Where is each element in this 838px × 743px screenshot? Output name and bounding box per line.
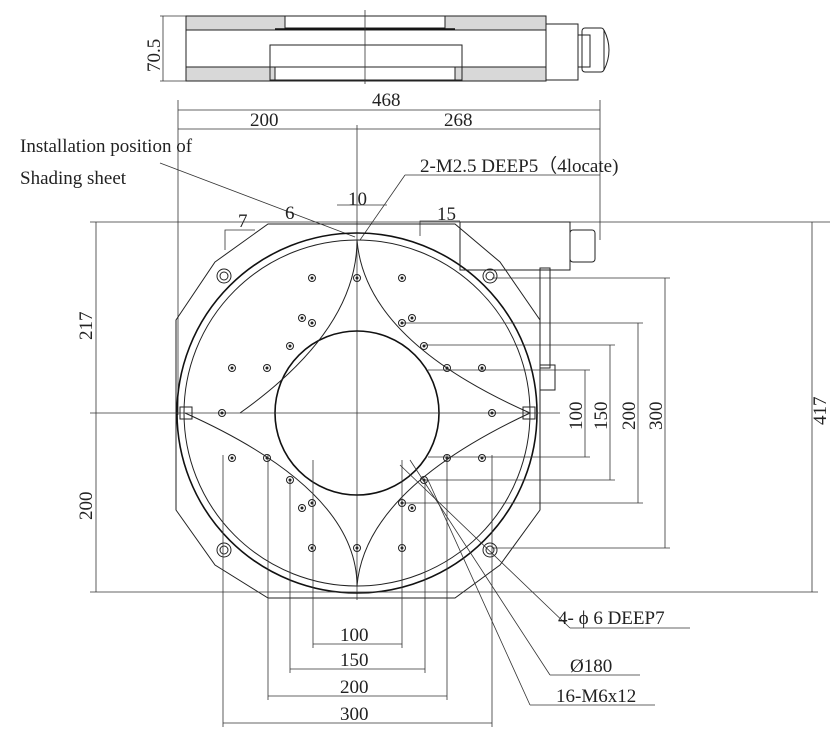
thread-hole [488, 409, 496, 417]
thread-hole-center [310, 321, 314, 325]
thread-hole [353, 544, 361, 552]
thread-hole [228, 454, 236, 462]
thread-hole [353, 274, 361, 282]
thread-hole-center [422, 344, 426, 348]
dim-15: 15 [437, 204, 456, 225]
thread-hole-center [480, 366, 484, 370]
thread-hole [398, 274, 406, 282]
overall-width-dim: 468 [372, 90, 401, 111]
thread-hole [298, 314, 306, 322]
thread-hole-center [410, 316, 414, 320]
thread-hole-center [355, 276, 359, 280]
thread-hole-center [300, 506, 304, 510]
thread-hole-center [288, 344, 292, 348]
dim-6: 6 [285, 203, 295, 224]
thread-hole-center [410, 506, 414, 510]
callouts: 4- ϕ 6 DEEP7 Ø180 16-M6x12 [399, 459, 690, 707]
thread-hole-center [490, 411, 494, 415]
thread-hole [478, 364, 486, 372]
thread-hole [228, 364, 236, 372]
pin-hole [482, 268, 498, 284]
thread-hole [408, 314, 416, 322]
bottom-pitch-300: 300 [340, 704, 369, 725]
bottom-pitch-150: 150 [340, 650, 369, 671]
thread-hole [420, 342, 428, 350]
thread-hole-center [230, 456, 234, 460]
pin-hole [485, 545, 495, 555]
shading-sheet-label-1: Installation position of [20, 136, 193, 157]
thread-hole [443, 364, 451, 372]
dim-7: 7 [238, 211, 248, 232]
bottom-pitch-100: 100 [340, 625, 369, 646]
left-upper-dim: 217 [76, 312, 97, 341]
thread-hole-center [265, 366, 269, 370]
left-lower-dim: 200 [76, 492, 97, 521]
right-pitch-300: 300 [646, 402, 667, 431]
thread-hole [286, 342, 294, 350]
thread-hole [263, 364, 271, 372]
pin-hole [219, 271, 229, 281]
right-width-dim: 268 [444, 110, 473, 131]
side-height-dim: 70.5 [144, 39, 165, 72]
thread-hole [218, 409, 226, 417]
thread-hole [408, 504, 416, 512]
pin-hole [216, 542, 232, 558]
thread-hole [298, 504, 306, 512]
pin-hole [216, 268, 232, 284]
shading-sheet-label-2: Shading sheet [20, 168, 127, 189]
thread-hole [263, 454, 271, 462]
thread-holes-label: 16-M6x12 [556, 686, 636, 707]
thread-hole-center [355, 546, 359, 550]
pin-hole [482, 542, 498, 558]
pin-hole [485, 271, 495, 281]
left-dimensions: 217 200 [76, 222, 360, 593]
right-pitch-100: 100 [566, 402, 587, 431]
top-annotations: Installation position of Shading sheet 2… [20, 136, 830, 250]
thread-hole-center [400, 276, 404, 280]
left-width-dim: 200 [250, 110, 279, 131]
thread-hole-center [300, 316, 304, 320]
pin-hole [219, 545, 229, 555]
right-pitch-200: 200 [619, 402, 640, 431]
thread-hole-center [445, 366, 449, 370]
bottom-pitch-200: 200 [340, 677, 369, 698]
thread-hole-center [220, 411, 224, 415]
thread-hole [308, 544, 316, 552]
thread-hole [308, 499, 316, 507]
thread-hole [308, 274, 316, 282]
thread-hole [478, 454, 486, 462]
thread-hole-center [230, 366, 234, 370]
overall-height-dim: 417 [810, 397, 831, 426]
bottom-dimensions: 100 150 200 300 [222, 455, 493, 727]
dim-10: 10 [348, 189, 367, 210]
side-view: 70.5 [144, 10, 610, 84]
pin-holes-label: 4- ϕ 6 DEEP7 [558, 608, 665, 629]
right-pitch-150: 150 [591, 402, 612, 431]
center-bore-label: Ø180 [570, 656, 612, 677]
right-dimensions: 417 100 150 200 300 [360, 222, 831, 593]
locate-holes-label: 2-M2.5 DEEP5（4locate) [420, 155, 618, 177]
top-dimensions: 468 200 268 [177, 90, 601, 600]
thread-hole [308, 319, 316, 327]
thread-hole-center [310, 276, 314, 280]
